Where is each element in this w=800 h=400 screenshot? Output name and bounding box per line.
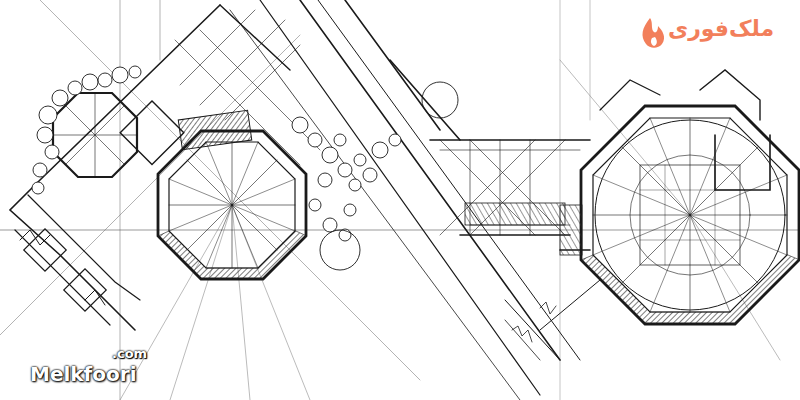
tree-symbols [32,66,458,270]
watermark-text: Melkfoori [30,362,137,386]
logo-text: ملک‌فوری [668,16,774,41]
logo-flame [643,18,665,48]
watermark-domain: .com [112,346,147,361]
